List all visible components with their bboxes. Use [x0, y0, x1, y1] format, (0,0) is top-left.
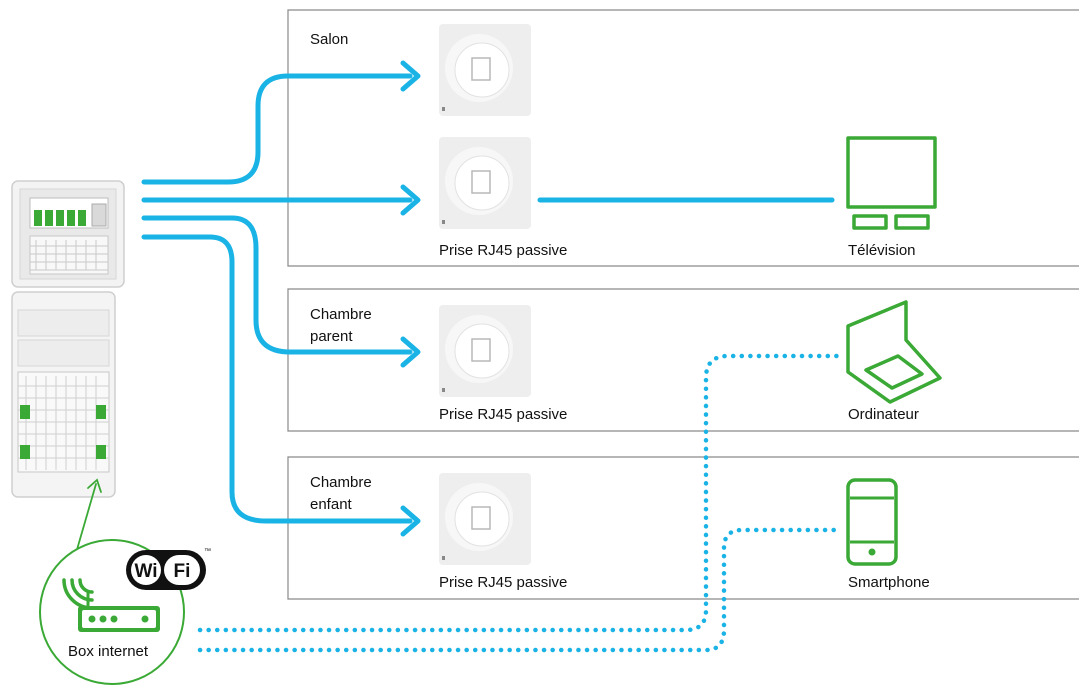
- cable-chambre-parent: [141, 215, 413, 355]
- arrow-head-chambre-enfant: [400, 505, 421, 537]
- router-icon: [62, 578, 160, 632]
- laptop-icon: [846, 300, 942, 404]
- device-label-phone: Smartphone: [848, 574, 930, 591]
- room-frame-chambre-enfant: [287, 456, 1079, 600]
- arrow-head-salon-2: [400, 184, 421, 216]
- wifi-logo-icon: Wi Fi ™: [126, 548, 211, 590]
- device-label-computer: Ordinateur: [848, 406, 919, 423]
- wifi-trademark: ™: [204, 548, 211, 555]
- electrical-panel-icon: [11, 180, 125, 288]
- arrow-head-chambre-parent: [400, 336, 421, 368]
- wifi-link-phone: [197, 527, 841, 653]
- rj45-socket-salon-1: [439, 24, 531, 116]
- arrow-head-salon-1: [400, 60, 421, 92]
- room-label-chambre-enfant: Chambre enfant: [310, 474, 372, 513]
- svg-text:Fi: Fi: [174, 561, 191, 582]
- rj45-socket-chambre-enfant: [439, 473, 531, 565]
- tv-icon: [846, 136, 937, 230]
- electrical-panel-lower-icon: [11, 291, 116, 498]
- room-frame-salon: [287, 9, 1079, 267]
- smartphone-icon: [846, 478, 898, 566]
- socket-label-chambre-enfant: Prise RJ45 passive: [439, 574, 568, 591]
- socket-label-chambre-parent: Prise RJ45 passive: [439, 406, 568, 423]
- room-frame-chambre-parent: [287, 288, 1079, 432]
- socket-label-salon: Prise RJ45 passive: [439, 242, 568, 259]
- svg-text:Wi: Wi: [134, 561, 157, 582]
- box-internet-label: Box internet: [68, 643, 149, 660]
- cable-salon-1: [141, 73, 413, 185]
- cable-chambre-enfant: [141, 234, 413, 524]
- rj45-socket-salon-2: [439, 137, 531, 229]
- rj45-socket-chambre-parent: [439, 305, 531, 397]
- wifi-link-computer: [197, 353, 841, 633]
- device-label-tv: Télévision: [848, 242, 916, 259]
- room-label-chambre-parent: Chambre parent: [310, 306, 372, 345]
- room-label-salon: Salon: [310, 31, 349, 48]
- box-to-panel-arrow: [75, 478, 102, 554]
